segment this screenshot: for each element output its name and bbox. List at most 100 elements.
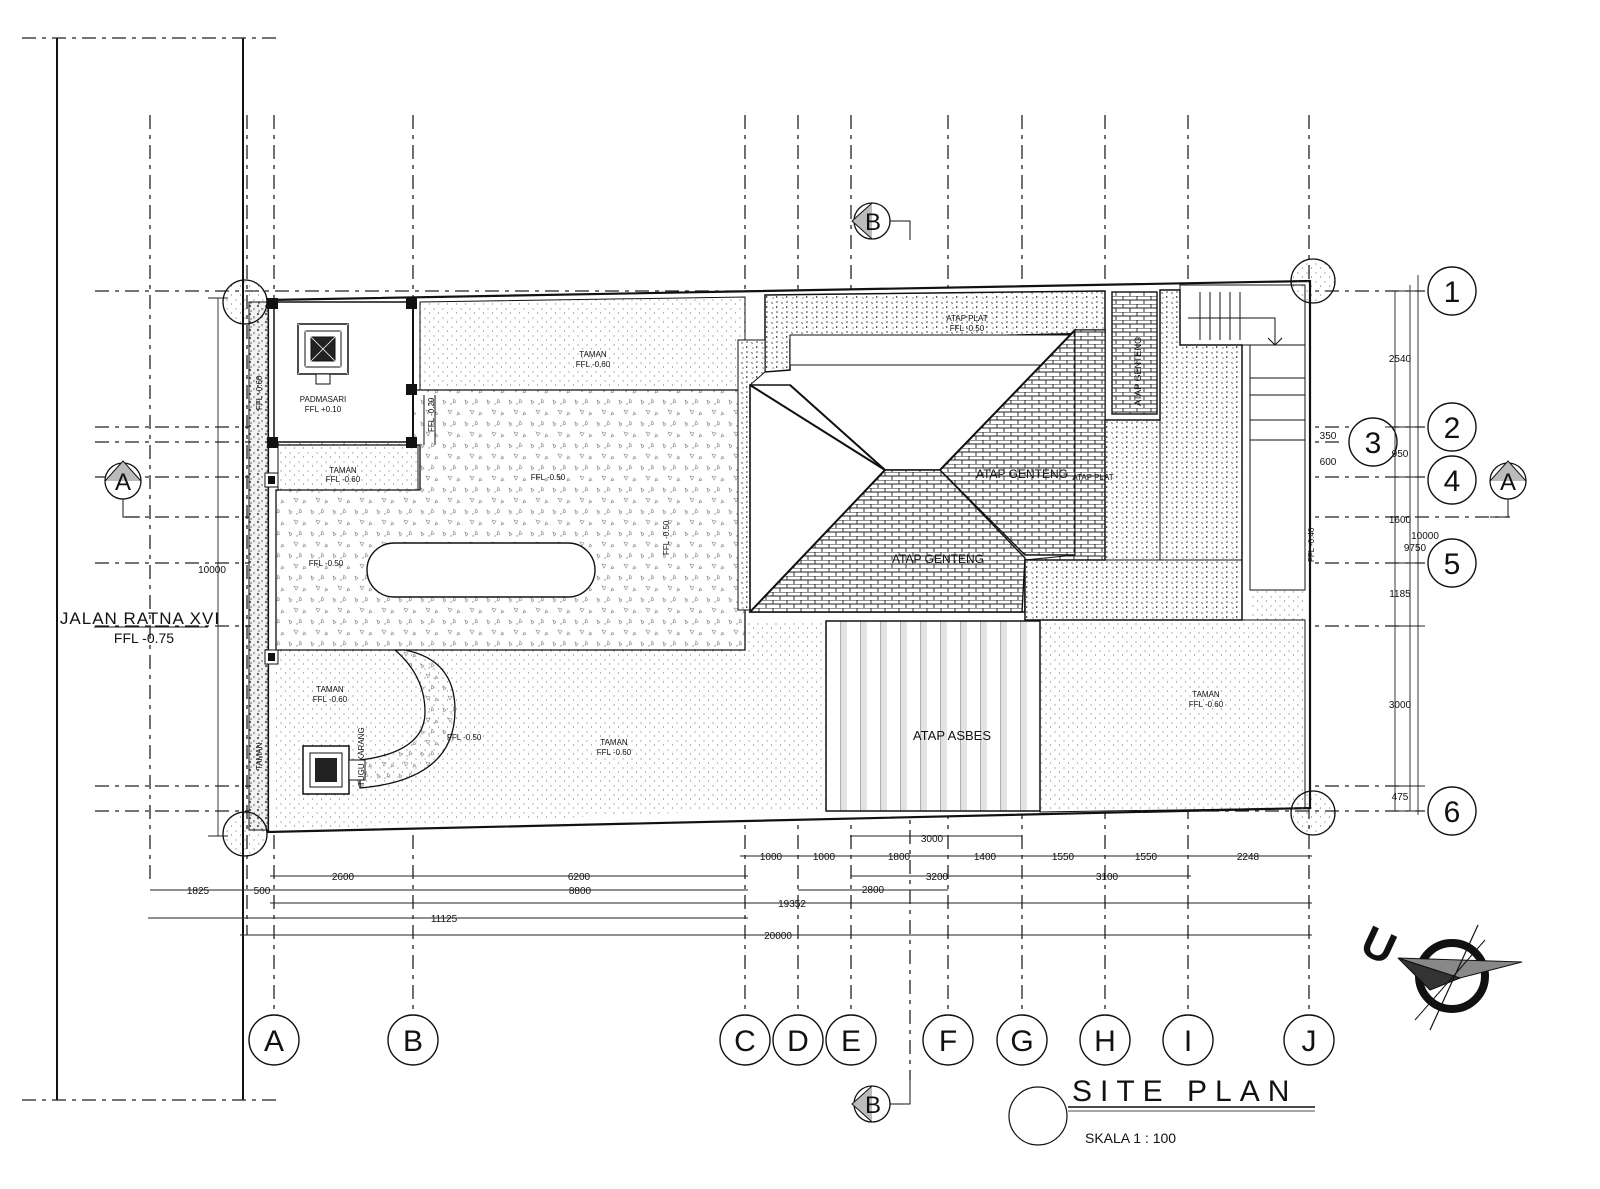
svg-text:1400: 1400 xyxy=(974,852,997,863)
svg-text:3000: 3000 xyxy=(1389,700,1412,711)
column-bubbles: A B C D E F G H I J xyxy=(248,1014,1335,1066)
svg-text:FFL -0.50: FFL -0.50 xyxy=(531,473,566,482)
svg-text:G: G xyxy=(1010,1025,1033,1058)
svg-text:ATAP ASBES: ATAP ASBES xyxy=(913,728,991,743)
svg-text:A: A xyxy=(115,469,131,496)
svg-text:D: D xyxy=(787,1025,809,1058)
svg-text:PADMASARI: PADMASARI xyxy=(300,395,347,404)
svg-text:11125: 11125 xyxy=(431,914,458,925)
svg-text:1000: 1000 xyxy=(760,852,783,863)
grid-bubble-5: 5 xyxy=(1427,538,1477,588)
svg-text:3100: 3100 xyxy=(1096,872,1119,883)
tugu-label: TUGU KARANG xyxy=(357,727,366,786)
svg-text:A: A xyxy=(264,1025,284,1058)
grid-bubble-4: 4 xyxy=(1427,455,1477,505)
svg-text:3200: 3200 xyxy=(926,872,949,883)
svg-text:FFL -0.50: FFL -0.50 xyxy=(447,733,482,742)
svg-text:B: B xyxy=(403,1025,423,1058)
left-dimension: 10000 xyxy=(198,297,228,837)
svg-text:FFL -0.20: FFL -0.20 xyxy=(427,397,436,432)
street-level: FFL -0.75 xyxy=(114,630,174,646)
row-bubbles: 1 2 3 4 5 6 xyxy=(1348,266,1477,836)
svg-text:2800: 2800 xyxy=(862,885,885,896)
grid-bubble-i: I xyxy=(1162,1014,1214,1066)
svg-text:TAMAN: TAMAN xyxy=(329,466,357,475)
north-arrow: U xyxy=(1354,917,1523,1031)
svg-text:FFL -0.60: FFL -0.60 xyxy=(576,360,611,369)
strip-label-bottom: TAMAN xyxy=(255,742,264,770)
grid-bubble-d: D xyxy=(772,1014,824,1066)
grid-bubble-j: J xyxy=(1283,1014,1335,1066)
section-mark-a-right: A xyxy=(1489,460,1527,518)
svg-text:H: H xyxy=(1094,1025,1116,1058)
grid-bubble-b: B xyxy=(387,1014,439,1066)
svg-text:TAMAN: TAMAN xyxy=(579,350,607,359)
svg-text:FFL -0.50: FFL -0.50 xyxy=(950,324,985,333)
svg-text:600: 600 xyxy=(1320,457,1337,468)
svg-text:8800: 8800 xyxy=(569,886,592,897)
svg-text:ATAP GENTENG: ATAP GENTENG xyxy=(976,467,1068,481)
svg-text:FFL -0.60: FFL -0.60 xyxy=(313,695,348,704)
svg-text:ATAP GENTENG: ATAP GENTENG xyxy=(1133,337,1143,406)
house-roof xyxy=(737,284,1306,812)
svg-text:2: 2 xyxy=(1444,412,1461,445)
svg-text:B: B xyxy=(865,1092,881,1119)
tugu-karang-shrine xyxy=(302,745,366,795)
section-mark-b-top: B xyxy=(851,202,911,240)
grid-bubble-h: H xyxy=(1079,1014,1131,1066)
svg-text:TAMAN: TAMAN xyxy=(316,685,344,694)
svg-text:U: U xyxy=(1354,917,1404,975)
svg-text:B: B xyxy=(865,209,881,236)
right-dimensions: 2540 350 950 600 1600 9750 10000 1185 30… xyxy=(1320,275,1439,815)
svg-text:950: 950 xyxy=(1392,449,1409,460)
svg-text:I: I xyxy=(1184,1025,1192,1058)
oval-planter xyxy=(366,542,596,598)
svg-text:19352: 19352 xyxy=(778,899,806,910)
svg-text:6200: 6200 xyxy=(568,872,591,883)
garden-areas xyxy=(276,296,1306,830)
grid-bubble-2: 2 xyxy=(1427,402,1477,452)
svg-text:ATAP PLAT: ATAP PLAT xyxy=(1072,473,1113,482)
street-name: JALAN RATNA XVI xyxy=(60,609,220,628)
svg-text:J: J xyxy=(1302,1025,1317,1058)
svg-text:1185: 1185 xyxy=(1389,589,1411,600)
svg-text:10000: 10000 xyxy=(198,565,226,576)
svg-text:FFL -0.40: FFL -0.40 xyxy=(1307,527,1316,562)
section-mark-b-bottom: B xyxy=(851,1080,911,1123)
svg-text:9750: 9750 xyxy=(1404,543,1427,554)
curved-path xyxy=(359,649,456,789)
svg-text:FFL -0.60: FFL -0.60 xyxy=(1189,700,1224,709)
corner-markers xyxy=(222,258,1336,857)
grid-bubble-c: C xyxy=(719,1014,771,1066)
title-block: SITE PLAN SKALA 1 : 100 xyxy=(1008,1075,1315,1146)
bottom-dimensions: 3000 1000 1000 1800 1400 1550 1550 2248 … xyxy=(148,834,1312,942)
svg-text:1825: 1825 xyxy=(187,886,210,897)
svg-text:ATAP PLAT: ATAP PLAT xyxy=(946,314,987,323)
svg-text:ATAP GENTENG: ATAP GENTENG xyxy=(892,552,984,566)
svg-text:475: 475 xyxy=(1392,792,1409,803)
svg-text:3000: 3000 xyxy=(921,834,944,845)
svg-text:TAMAN: TAMAN xyxy=(600,738,628,747)
grid-bubble-g: G xyxy=(996,1014,1048,1066)
svg-text:1600: 1600 xyxy=(1389,515,1412,526)
svg-text:6: 6 xyxy=(1444,796,1461,829)
svg-text:A: A xyxy=(1500,469,1516,496)
svg-text:500: 500 xyxy=(254,886,271,897)
grid-bubble-f: F xyxy=(922,1014,974,1066)
grid-bubble-1: 1 xyxy=(1427,266,1477,316)
svg-text:C: C xyxy=(734,1025,756,1058)
svg-text:2248: 2248 xyxy=(1237,852,1260,863)
columns xyxy=(264,298,417,665)
grid-bubble-a: A xyxy=(248,1014,300,1066)
section-mark-a-left: A xyxy=(104,460,142,518)
grid-bubble-6: 6 xyxy=(1427,786,1477,836)
svg-text:FFL -0.50: FFL -0.50 xyxy=(309,559,344,568)
drawing-scale: SKALA 1 : 100 xyxy=(1085,1130,1176,1146)
svg-text:FFL -0.60: FFL -0.60 xyxy=(326,475,361,484)
svg-text:350: 350 xyxy=(1320,431,1337,442)
svg-text:FFL +0.10: FFL +0.10 xyxy=(305,405,342,414)
grid-bubble-e: E xyxy=(825,1014,877,1066)
svg-text:4: 4 xyxy=(1444,465,1461,498)
svg-text:5: 5 xyxy=(1444,548,1461,581)
